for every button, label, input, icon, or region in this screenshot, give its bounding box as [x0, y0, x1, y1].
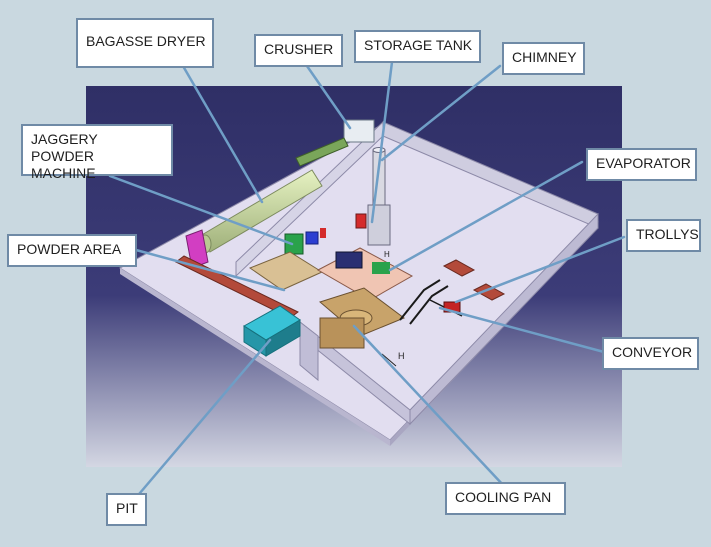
label-pit-text: PIT	[116, 500, 138, 516]
label-storage-tank: STORAGE TANK	[354, 30, 481, 63]
label-cooling-pan: COOLING PAN	[445, 482, 566, 515]
leader-trollys	[454, 235, 626, 304]
label-crusher: CRUSHER	[254, 34, 343, 67]
crusher-body	[343, 119, 375, 143]
label-crusher-text: CRUSHER	[264, 41, 334, 57]
inner-wall	[299, 320, 319, 382]
label-powder-area-text: POWDER AREA	[17, 241, 122, 257]
leader-evaporator	[388, 160, 584, 272]
pit-wall	[265, 319, 301, 357]
inclined-conveyor	[175, 255, 299, 319]
chimney-base	[367, 204, 391, 246]
label-jaggery-powder-machine-line2: MACHINE	[31, 165, 96, 181]
leader-pit	[132, 338, 272, 502]
machine-accessory	[305, 231, 319, 245]
label-evaporator-text: EVAPORATOR	[596, 155, 691, 171]
label-conveyor-text: CONVEYOR	[612, 344, 693, 360]
label-conveyor: CONVEYOR	[602, 337, 699, 370]
label-pit: PIT	[106, 493, 147, 526]
label-bagasse-dryer: BAGASSE DRYER	[76, 18, 214, 68]
trolly	[442, 259, 476, 277]
dimension-line	[381, 353, 397, 367]
label-chimney: CHIMNEY	[502, 42, 585, 75]
evaporator-pan	[372, 262, 390, 274]
chimney-top	[372, 147, 386, 153]
leader-storage-tank	[370, 60, 394, 224]
cooling-pan-stand	[319, 317, 365, 349]
leader-jaggery-powder-machine	[108, 174, 294, 246]
dimension-mark: H	[384, 250, 390, 259]
leader-conveyor	[438, 306, 606, 354]
label-trollys: TROLLYS	[626, 219, 701, 252]
label-chimney-text: CHIMNEY	[512, 49, 577, 65]
leader-chimney	[380, 64, 502, 162]
crusher-feed	[295, 137, 349, 167]
jaggery-powder-machine	[284, 233, 304, 255]
leader-crusher	[305, 64, 352, 130]
conveyor-rail	[409, 285, 449, 325]
label-jaggery-powder-machine-line1: JAGGERY POWDER	[31, 131, 98, 164]
feed-hopper	[185, 229, 209, 269]
label-bagasse-dryer-text: BAGASSE DRYER	[86, 33, 206, 49]
trolly	[472, 283, 506, 301]
label-storage-tank-text: STORAGE TANK	[364, 37, 473, 53]
conveyor-rail	[399, 279, 441, 321]
leader-bagasse-dryer	[181, 64, 264, 204]
leader-powder-area	[134, 248, 286, 292]
label-jaggery-powder-machine: JAGGERY POWDER MACHINE	[21, 124, 173, 181]
label-cooling-pan-text: COOLING PAN	[455, 489, 552, 505]
dimension-mark: H	[398, 351, 405, 361]
label-trollys-text: TROLLYS	[636, 226, 699, 242]
machine-accessory	[320, 228, 326, 238]
label-powder-area: POWDER AREA	[7, 234, 137, 267]
label-evaporator: EVAPORATOR	[586, 148, 697, 181]
storage-tank	[355, 213, 367, 229]
leader-cooling-pan	[352, 324, 506, 488]
evaporator-grid	[335, 251, 363, 269]
